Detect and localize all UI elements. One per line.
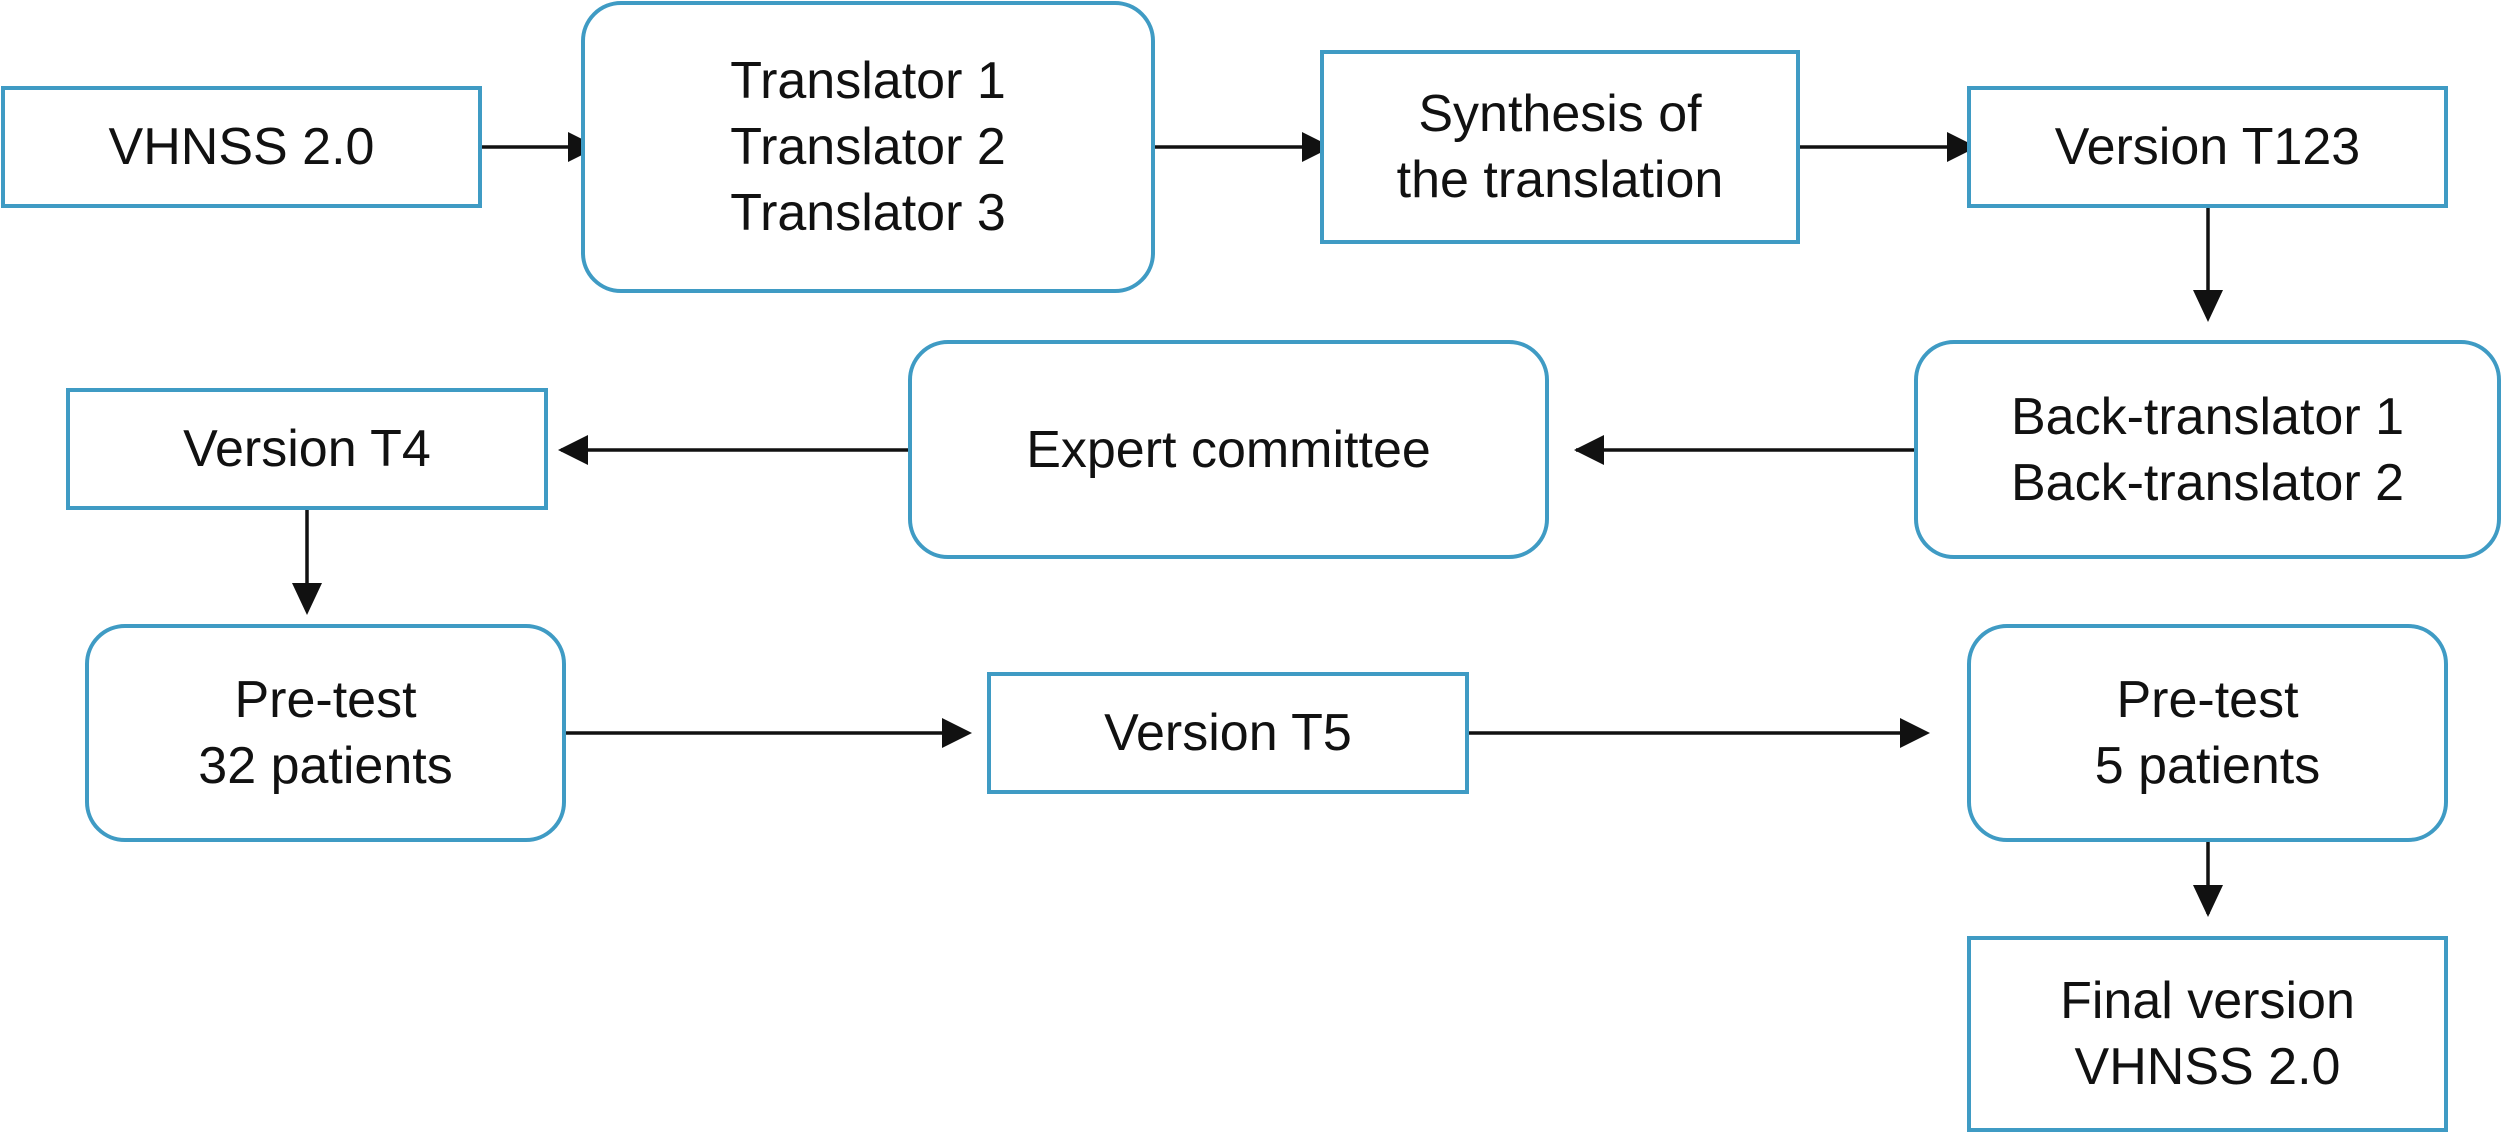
node-label-line: VHNSS 2.0 (2074, 1038, 2341, 1096)
node-label-line: Synthesis of (1418, 85, 1702, 143)
node-pretest-32: Pre-test 32 patients (85, 624, 566, 842)
arrowhead-back-translators-to-expert-committee (1574, 435, 1604, 465)
node-label-line: Final version (2060, 972, 2355, 1030)
arrowhead-pretest-32-to-version-t5 (942, 718, 972, 748)
arrowhead-version-t4-to-pretest-32 (292, 583, 322, 615)
node-translators: Translator 1 Translator 2 Translator 3 (581, 1, 1155, 293)
arrowhead-version-t123-to-back-translators (2193, 290, 2223, 322)
node-version-t5: Version T5 (987, 672, 1469, 794)
node-label-line: VHNSS 2.0 (108, 118, 375, 176)
node-label-line: 32 patients (198, 737, 453, 795)
arrowhead-translators-to-synthesis (1302, 132, 1332, 162)
node-label-line: Back-translator 1 (2010, 387, 2405, 446)
node-label-line: Back-translator 2 (2010, 453, 2405, 512)
node-label-line: 5 patients (2094, 737, 2321, 795)
arrowhead-version-t5-to-pretest-5 (1900, 718, 1930, 748)
node-synthesis: Synthesis of the translation (1320, 50, 1800, 244)
node-label-line: Pre-test (234, 671, 417, 729)
node-final-version: Final version VHNSS 2.0 (1967, 936, 2448, 1132)
node-vhnss-source: VHNSS 2.0 (1, 86, 482, 208)
node-pretest-5: Pre-test 5 patients (1967, 624, 2448, 842)
node-label-line: Expert committee (1026, 420, 1431, 479)
node-label-line: Translator 2 (730, 118, 1006, 176)
node-version-t123: Version T123 (1967, 86, 2448, 208)
arrowhead-pretest-5-to-final (2193, 885, 2223, 917)
node-label-line: Version T4 (183, 420, 431, 478)
node-label-line: Version T123 (2054, 118, 2361, 176)
arrowhead-expert-committee-to-version-t4 (558, 435, 588, 465)
node-back-translators: Back-translator 1 Back-translator 2 (1914, 340, 2501, 559)
node-label-line: Translator 1 (730, 52, 1006, 110)
node-label-line: Translator 3 (730, 184, 1006, 242)
node-expert-committee: Expert committee (908, 340, 1549, 559)
node-version-t4: Version T4 (66, 388, 548, 510)
node-label-line: Pre-test (2116, 671, 2299, 729)
arrowhead-synthesis-to-version-t123 (1947, 132, 1977, 162)
node-label-line: Version T5 (1104, 704, 1352, 762)
node-label-line: the translation (1396, 151, 1724, 209)
